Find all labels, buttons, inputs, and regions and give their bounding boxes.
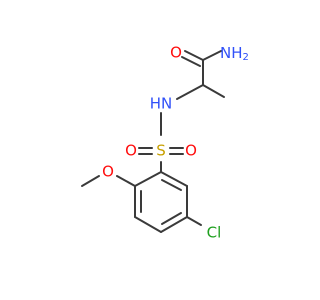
bond-ring-c6-c1 (160, 171, 188, 187)
bond-carbonyl-nh2 (202, 50, 222, 61)
atom-oxygen-sulfonyl-right: O (185, 142, 197, 160)
atom-oxygen-sulfonyl-left: O (125, 142, 137, 160)
bond-alpha-nh (176, 84, 204, 100)
bond-carbonyl-double-a (184, 50, 204, 61)
bond-carbonyl-double-b (181, 56, 201, 67)
atom-chlorine: Cl (207, 224, 222, 242)
atom-nitrogen-sulfonamide: HN (150, 95, 173, 113)
bond-ring-omethoxy (116, 175, 136, 187)
bond-ring-inner-c4-c5 (161, 212, 182, 225)
atom-nitrogen-amide: NH2 (220, 44, 249, 64)
bond-ring-chlorine (186, 216, 202, 226)
bonds (81, 50, 225, 233)
bond-ring-c4-c5 (160, 216, 188, 233)
bond-omethoxy-methyl (81, 175, 100, 187)
atom-nitrogen-amide-subscript: 2 (243, 52, 249, 63)
atom-nitrogen-amide-label: NH (220, 44, 243, 62)
bond-alpha-methyl (202, 84, 225, 98)
atom-oxygen-carbonyl: O (170, 44, 182, 62)
molecule-structure: O NH2 HN S O O O Cl (81, 44, 249, 242)
atom-sulfur: S (156, 142, 166, 160)
bond-ring-inner-c1-c6 (161, 179, 182, 191)
atom-oxygen-methoxy: O (102, 163, 114, 181)
bond-ring-c3-c4 (134, 216, 162, 233)
bond-ring-c1-c2 (134, 171, 162, 187)
